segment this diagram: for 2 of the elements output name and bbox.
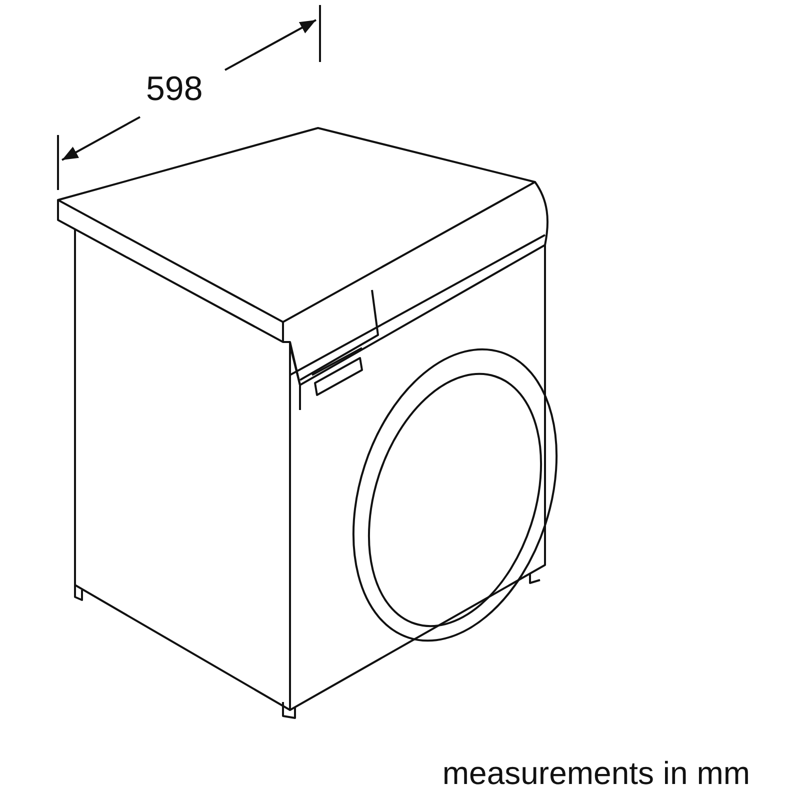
dimension-label: 598 xyxy=(146,70,203,109)
note-text: measurements in mm xyxy=(442,755,750,792)
